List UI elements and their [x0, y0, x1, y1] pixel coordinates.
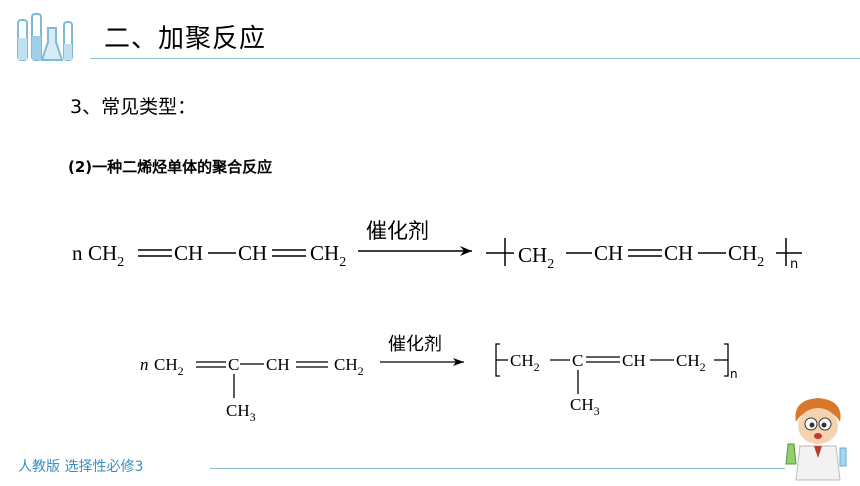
svg-text:CH3: CH3	[226, 401, 256, 424]
svg-text:CH: CH	[622, 351, 646, 370]
scientist-mascot-icon	[778, 392, 858, 482]
footer-divider	[210, 468, 785, 469]
svg-text:CH2: CH2	[510, 351, 540, 374]
svg-text:CH2: CH2	[334, 355, 364, 378]
svg-text:CH2: CH2	[518, 243, 554, 272]
svg-text:CH2: CH2	[310, 241, 346, 270]
svg-text:CH2: CH2	[88, 241, 124, 270]
svg-text:C: C	[572, 351, 583, 370]
svg-text:n: n	[730, 367, 738, 381]
reaction-2: n CH2 C CH CH2 CH3 催化剂 CH2 C CH CH2 n CH…	[140, 334, 738, 424]
svg-text:n: n	[790, 257, 798, 272]
svg-text:C: C	[228, 355, 239, 374]
section-label: (2)一种二烯烃单体的聚合反应	[68, 158, 273, 176]
svg-text:n: n	[140, 355, 149, 374]
svg-text:CH: CH	[594, 241, 623, 265]
svg-text:CH3: CH3	[570, 395, 600, 418]
svg-text:CH2: CH2	[728, 241, 764, 270]
svg-text:CH2: CH2	[676, 351, 706, 374]
svg-text:CH: CH	[664, 241, 693, 265]
svg-text:CH: CH	[238, 241, 267, 265]
lab-glassware-logo	[8, 8, 88, 70]
svg-text:CH2: CH2	[154, 355, 184, 378]
coefficient-n: n	[72, 241, 83, 265]
title-divider	[90, 58, 860, 59]
svg-text:CH: CH	[266, 355, 290, 374]
subtitle: 3、常见类型：	[70, 96, 197, 118]
page-title: 二、加聚反应	[104, 24, 267, 54]
footer-text: 人教版 选择性必修3	[18, 459, 144, 475]
svg-text:CH: CH	[174, 241, 203, 265]
catalyst-label-2: 催化剂	[388, 334, 442, 355]
catalyst-label: 催化剂	[366, 219, 429, 243]
reaction-1: n CH2 CH CH CH2 催化剂 CH2 CH CH CH2 n	[72, 219, 802, 272]
